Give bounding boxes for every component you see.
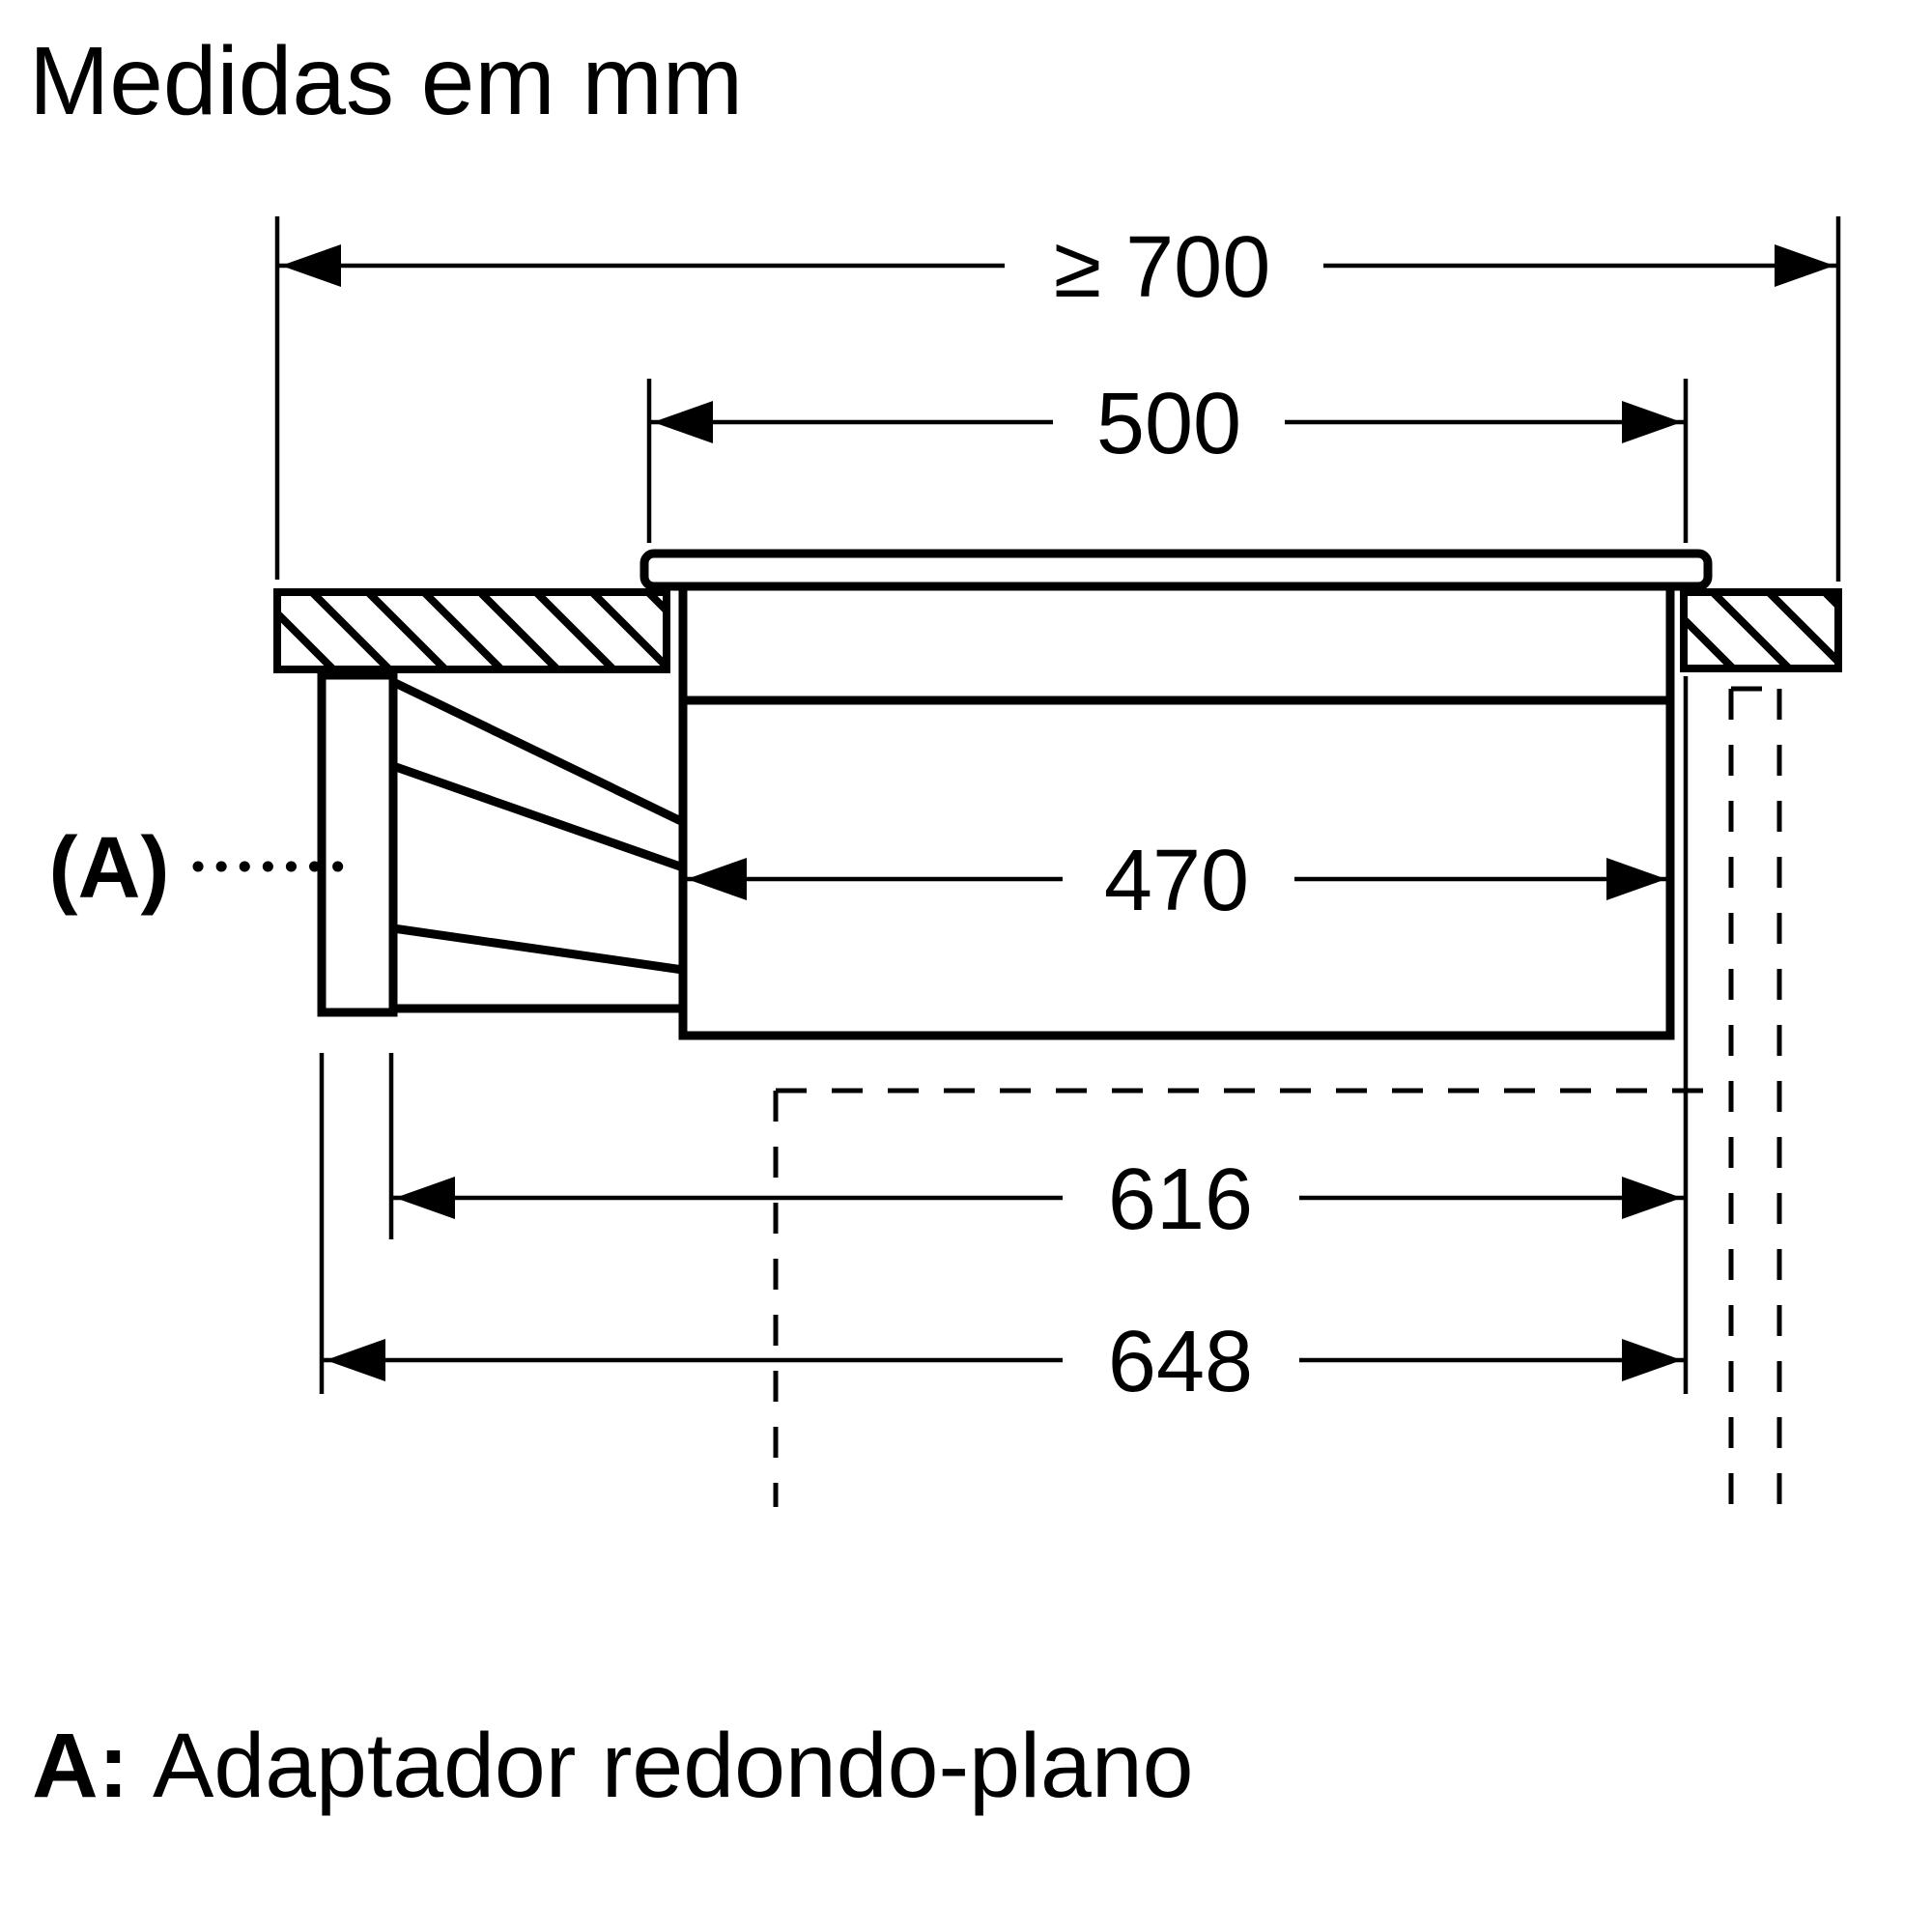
gap-500 xyxy=(1053,375,1285,469)
arrow-616-left xyxy=(395,1177,455,1219)
hob-body-outline xyxy=(678,586,1675,1040)
arrow-616-right xyxy=(1622,1177,1682,1219)
page-title: Medidas em mm xyxy=(29,27,743,135)
hob-body xyxy=(678,586,1675,1040)
dim-label-500: 500 xyxy=(1096,376,1241,472)
dim-label-616: 616 xyxy=(1108,1151,1253,1248)
arrow-500-left xyxy=(653,401,713,443)
dim-label-648: 648 xyxy=(1108,1314,1253,1410)
worktop-section-right xyxy=(1680,588,1842,672)
extension-lines xyxy=(274,216,1841,1394)
funnel-line-3 xyxy=(392,923,684,975)
arrow-700-right xyxy=(1775,244,1834,287)
arrow-648-right xyxy=(1622,1339,1682,1381)
worktop-section-left xyxy=(273,588,670,673)
dimension-arrowheads xyxy=(281,244,1834,1381)
gap-648 xyxy=(1063,1313,1299,1407)
arrow-648-left xyxy=(326,1339,385,1381)
adapter-plate xyxy=(317,670,398,1017)
gap-470 xyxy=(1063,832,1294,926)
legend-prefix: A: xyxy=(32,1715,128,1817)
dim-label-470: 470 xyxy=(1104,833,1249,929)
legend-description: Adaptador redondo-plano xyxy=(153,1715,1194,1817)
hob-glass-plate xyxy=(639,549,1713,591)
arrow-700-left xyxy=(281,244,341,287)
dimension-label-gaps xyxy=(1005,218,1323,1407)
funnel-line-2 xyxy=(391,761,685,872)
dim-label-700: ≥ 700 xyxy=(1054,219,1271,316)
callout-a-label: (A) xyxy=(49,820,170,917)
gap-700 xyxy=(1005,218,1323,313)
legend-note: A: Adaptador redondo-plano xyxy=(32,1715,1194,1817)
arrow-500-right xyxy=(1622,401,1682,443)
arrow-470-right xyxy=(1606,858,1666,900)
gap-616 xyxy=(1063,1151,1299,1245)
duct-funnel xyxy=(391,677,685,1013)
funnel-line-1 xyxy=(391,677,685,827)
arrow-470-left xyxy=(687,858,747,900)
duct-dashed-outline xyxy=(773,686,1782,1512)
